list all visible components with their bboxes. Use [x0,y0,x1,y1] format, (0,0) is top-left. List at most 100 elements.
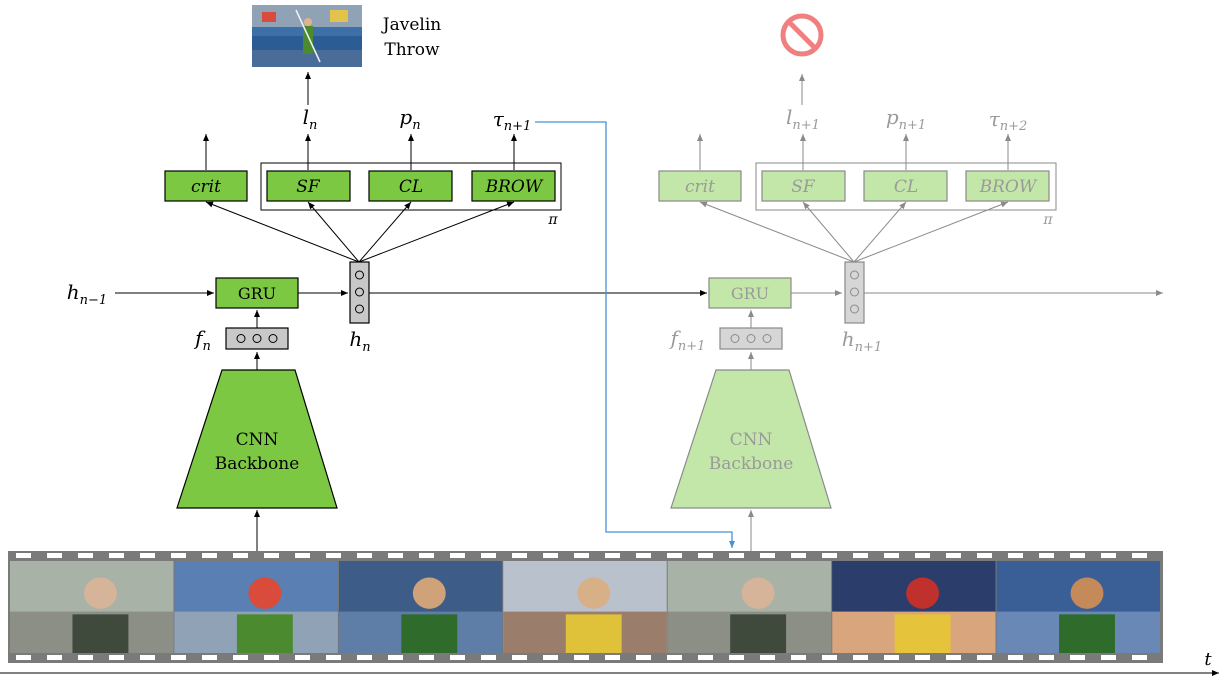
video-film-strip [8,551,1163,663]
sprocket-hole-top-2 [47,553,62,558]
brow-head-label: BROW [485,177,544,197]
sprocket-hole-top-17 [512,553,527,558]
skip-to-frame-arrow [535,121,735,548]
hidden-to-heads-connections [205,201,515,263]
sprocket-hole-bottom-29 [884,655,899,660]
hidden-unit-1-n1 [850,270,859,280]
feature-label: fn [193,326,211,354]
hidden-unit-3 [355,304,364,314]
sprocket-hole-top-19 [574,553,589,558]
sprocket-hole-top-34 [1039,553,1054,558]
sprocket-hole-bottom-26 [791,655,806,660]
hidden-unit-3-n1 [850,304,859,314]
sprocket-hole-bottom-18 [543,655,558,660]
hidden-label-n1: hn+1 [842,327,882,355]
sprocket-hole-top-26 [791,553,806,558]
policy-box [260,162,562,211]
sprocket-hole-bottom-5 [140,655,155,660]
sprocket-hole-bottom-24 [729,655,744,660]
cl-head-label: CL [399,177,423,197]
step-n-group: Javelin Throw ln pn τn+1 π crit SF CL BR… [67,5,562,551]
hidden-label: hn [349,327,370,355]
action-label-line2: Throw [384,40,440,60]
sprocket-hole-top-14 [419,553,434,558]
cnn-label-line1-n1: CNN [730,430,773,450]
sprocket-hole-top-33 [1008,553,1023,558]
sprocket-hole-top-21 [636,553,651,558]
video-frame-1 [10,561,174,653]
sprocket-hole-top-20 [605,553,620,558]
video-frame-3 [338,561,503,653]
sprocket-hole-top-9 [264,553,279,558]
sprocket-hole-top-29 [884,553,899,558]
sprocket-hole-top-1 [16,553,31,558]
sprocket-hole-bottom-17 [512,655,527,660]
sprocket-hole-bottom-32 [977,655,992,660]
sprocket-hole-bottom-13 [388,655,403,660]
video-frame-5 [667,561,832,653]
sprocket-hole-bottom-25 [760,655,775,660]
sprocket-hole-top-27 [822,553,837,558]
policy-label-n1: π [1042,212,1053,228]
sf-head-label: SF [296,177,321,197]
feature-unit-3-n1 [762,334,772,343]
hidden-unit-1 [355,270,364,280]
policy-box-n1 [755,162,1057,211]
crit-head [164,170,248,202]
sprocket-hole-top-37 [1132,553,1147,558]
sprocket-hole-top-31 [946,553,961,558]
sprocket-hole-top-10 [295,553,310,558]
sprocket-hole-bottom-4 [109,655,124,660]
sprocket-hole-top-28 [853,553,868,558]
video-frame-7 [996,561,1160,653]
gru-cell-n1 [708,277,792,309]
output-l-n: ln [303,105,318,133]
cl-head [368,170,453,202]
no-entry-icon [780,13,824,57]
cnn-label-line1: CNN [236,430,279,450]
sprocket-hole-top-22 [667,553,682,558]
time-axis-label: t [1204,649,1212,670]
policy-label: π [547,212,558,228]
sprocket-hole-top-25 [760,553,775,558]
video-frame-6 [832,561,996,653]
film-sprockets [16,553,1147,660]
feature-unit-1 [236,334,246,343]
sprocket-hole-bottom-1 [16,655,31,660]
sprocket-hole-top-11 [326,553,341,558]
feature-vector-box-n1 [719,327,783,350]
sprocket-hole-bottom-15 [450,655,465,660]
hidden-to-heads-connections-n1 [699,201,1009,263]
sprocket-hole-bottom-22 [667,655,682,660]
cnn-label-line2: Backbone [215,454,300,474]
step-n1-group: ln+1 pn+1 τn+2 π crit SF CL BROW GRU [658,13,1163,551]
sprocket-hole-top-24 [729,553,744,558]
output-l-n1: ln+1 [786,105,820,133]
feature-unit-2-n1 [746,334,756,343]
sprocket-hole-top-5 [140,553,155,558]
output-tau-n1: τn+1 [493,107,532,134]
sprocket-hole-top-8 [233,553,248,558]
sprocket-hole-bottom-8 [233,655,248,660]
sf-head [266,170,351,202]
sprocket-hole-top-18 [543,553,558,558]
sprocket-hole-top-32 [977,553,992,558]
sf-head-label-n1: SF [791,177,816,197]
sprocket-hole-bottom-30 [915,655,930,660]
sprocket-hole-bottom-2 [47,655,62,660]
sprocket-hole-top-3 [78,553,93,558]
sprocket-hole-bottom-28 [853,655,868,660]
film-frames [10,561,1160,653]
sprocket-hole-bottom-9 [264,655,279,660]
sprocket-hole-bottom-10 [295,655,310,660]
cl-head-label-n1: CL [894,177,918,197]
video-frame-4 [503,561,667,653]
sprocket-hole-bottom-27 [822,655,837,660]
gru-label-n1: GRU [731,284,769,303]
sprocket-hole-bottom-16 [481,655,496,660]
sprocket-hole-bottom-6 [171,655,186,660]
sprocket-hole-bottom-7 [202,655,217,660]
sprocket-hole-top-23 [698,553,713,558]
sprocket-hole-top-13 [388,553,403,558]
sprocket-hole-top-4 [109,553,124,558]
